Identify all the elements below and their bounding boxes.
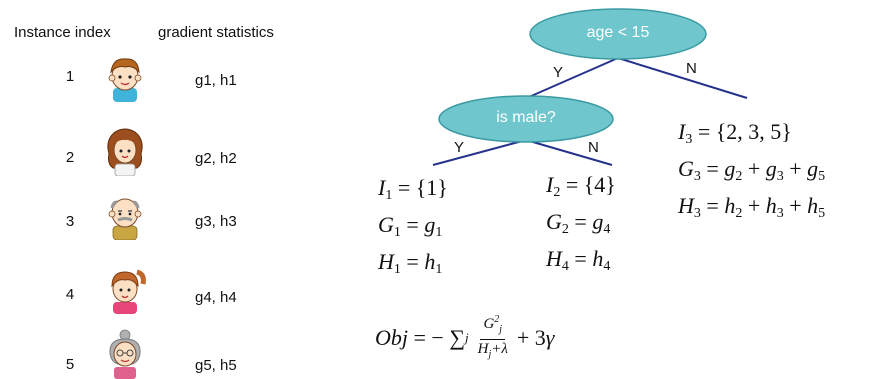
child-node-label: is male?: [496, 109, 556, 126]
girl-face-icon: [111, 269, 146, 314]
gradient-stats-5: g5, h5: [195, 357, 237, 374]
instance-index-2: 2: [65, 149, 75, 166]
leaf-3-g: G3 = g2 + g3 + g5: [678, 156, 826, 184]
instance-index-1: 1: [65, 68, 75, 85]
grandmother-face-icon: [109, 329, 141, 379]
gradient-stats-1: g1, h1: [195, 72, 237, 89]
child-node: [438, 95, 614, 143]
objective-fraction: G2j Hj+λ: [477, 314, 508, 360]
edge-child-no: [525, 139, 613, 166]
instance-index-3: 3: [65, 213, 75, 230]
edge-child-yes: [432, 139, 527, 166]
root-node-label: age < 15: [586, 24, 650, 41]
child-yes-label: Y: [454, 139, 465, 156]
mother-face-icon: [107, 128, 143, 176]
leaf-3-math: I3 = {2, 3, 5} G3 = g2 + g3 + g5 H3 = h2…: [678, 117, 825, 228]
gradient-statistics-header: gradient statistics: [158, 24, 274, 41]
root-yes-label: Y: [553, 64, 564, 81]
leaf-2-math: I2 = {4} G2 = g4 H4 = h4: [546, 170, 616, 281]
instance-index-4: 4: [65, 286, 75, 303]
gradient-stats-3: g3, h3: [195, 213, 237, 230]
root-node: [529, 8, 707, 60]
leaf-2-h: H4 = h4: [546, 246, 611, 274]
leaf-2-g: G2 = g4: [546, 209, 611, 237]
grandfather-face-icon: [108, 198, 142, 240]
leaf-1-math: I1 = {1} G1 = g1 H1 = h1: [378, 173, 448, 284]
leaf-2-instance-set: I2 = {4}: [546, 172, 616, 200]
boy-face-icon: [108, 58, 142, 102]
leaf-3-h: H3 = h2 + h3 + h5: [678, 193, 826, 221]
leaf-1-h: H1 = h1: [378, 249, 443, 277]
leaf-1-instance-set: I1 = {1}: [378, 175, 448, 203]
gradient-stats-4: g4, h4: [195, 289, 237, 306]
instance-index-header: Instance index: [14, 24, 111, 41]
root-no-label: N: [686, 60, 697, 77]
leaf-1-g: G1 = g1: [378, 212, 443, 240]
leaf-3-instance-set: I3 = {2, 3, 5}: [678, 119, 792, 147]
instance-index-5: 5: [65, 356, 75, 373]
child-no-label: N: [588, 139, 599, 156]
gradient-stats-2: g2, h2: [195, 150, 237, 167]
edge-root-no: [617, 57, 748, 99]
